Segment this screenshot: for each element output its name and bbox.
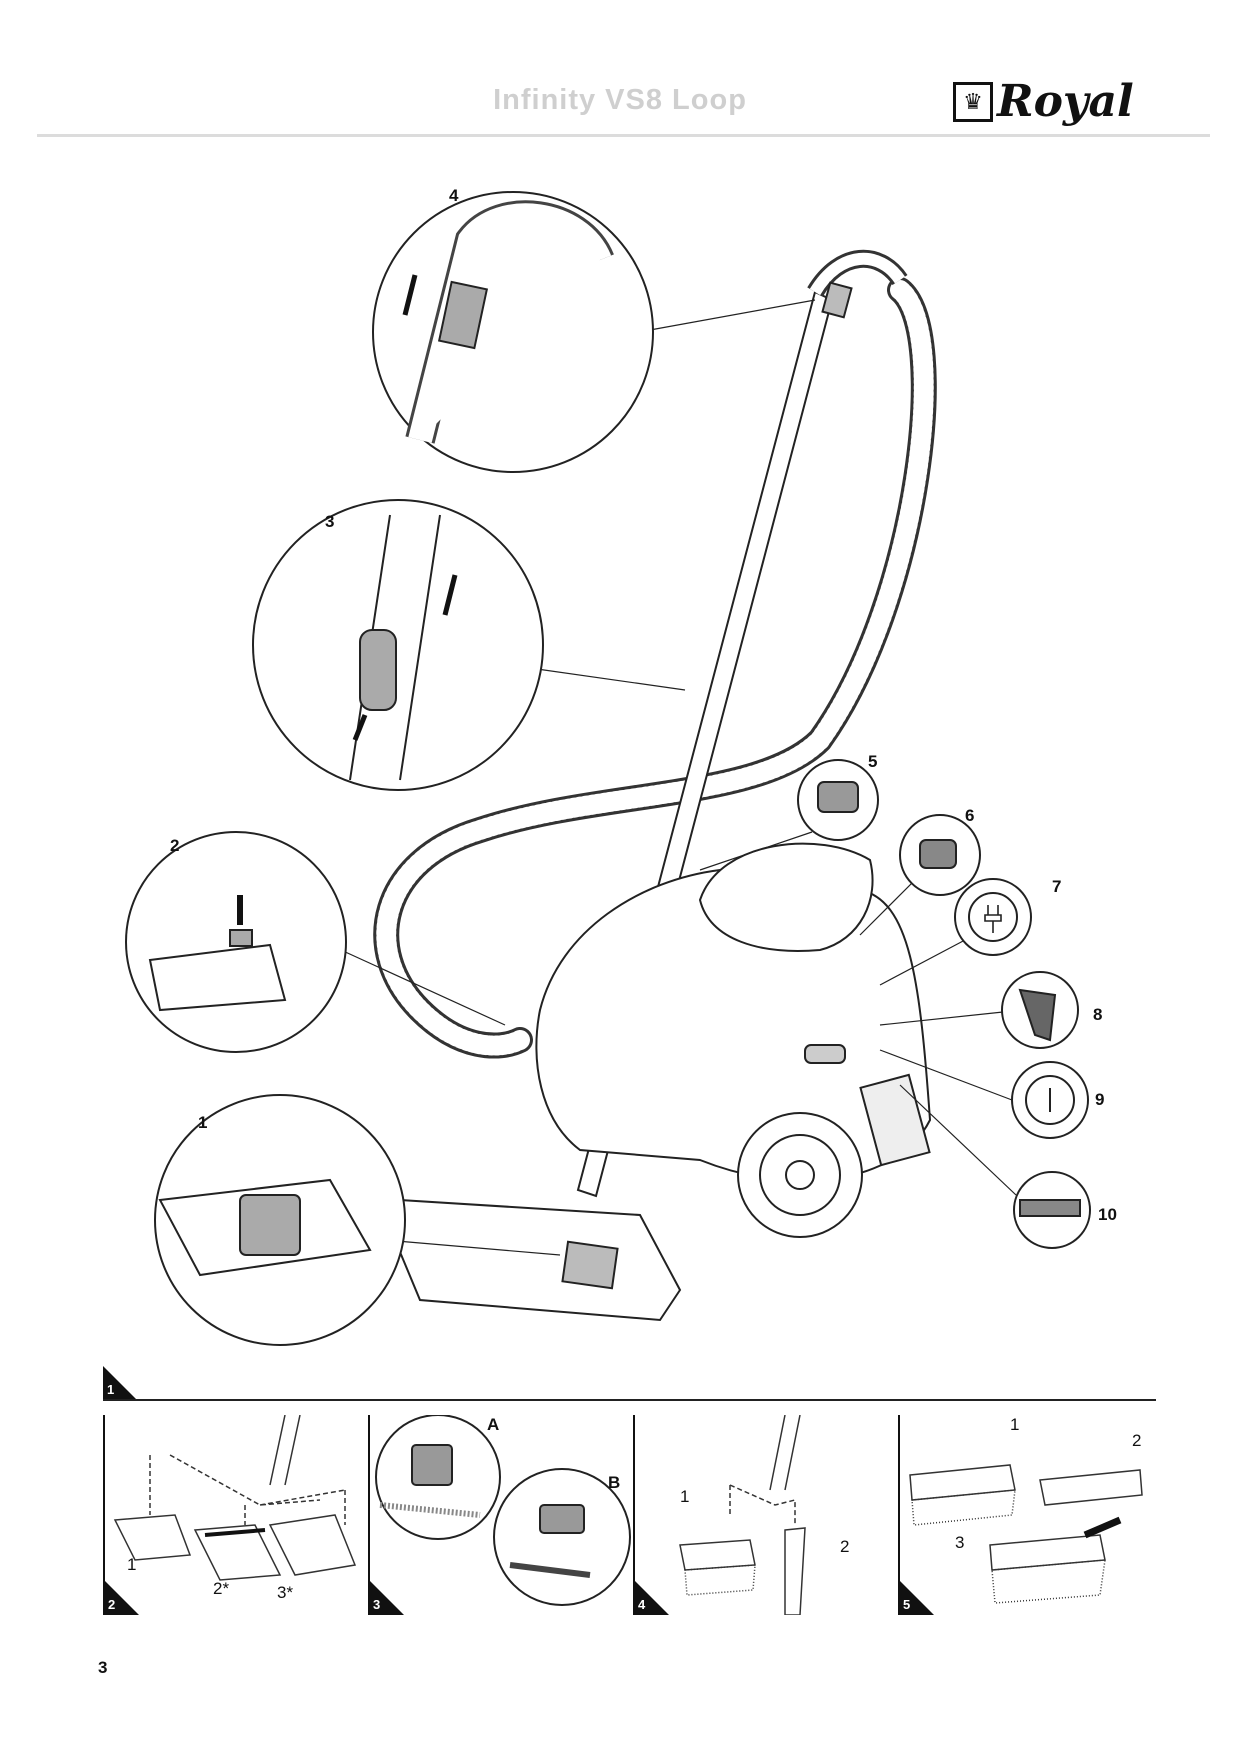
royal-logo: ♛ Royal: [953, 78, 1163, 126]
callout-label-6: 6: [965, 806, 975, 825]
callout-4-handle-slider: [372, 191, 654, 473]
accessory-label-1: 1: [680, 1487, 690, 1506]
accessory-label-2: 2: [840, 1537, 850, 1556]
panel-number: 3: [373, 1597, 381, 1612]
section-marker: [103, 1366, 137, 1400]
vacuum-overview-illustration: [125, 191, 1091, 1346]
insert-label-2: 2: [1132, 1431, 1142, 1450]
callout-label-5: 5: [868, 752, 878, 771]
panel-number: 4: [638, 1597, 646, 1612]
section-number: 1: [107, 1382, 115, 1397]
callout-2-hose-release: [125, 831, 347, 1053]
insert-label-3: 3: [955, 1533, 965, 1552]
panel-marker: [900, 1581, 934, 1615]
callout-label-8: 8: [1093, 1005, 1103, 1024]
nozzle-label-3: 3*: [277, 1583, 294, 1602]
panel-marker: [370, 1581, 404, 1615]
floor-nozzle: [393, 1198, 682, 1322]
panel-marker: [635, 1581, 669, 1615]
nozzle-label-1: 1: [127, 1555, 137, 1574]
nozzle-label-2: 2*: [213, 1579, 230, 1598]
callout-label-4: 4: [449, 186, 459, 205]
callout-label-7: 7: [1052, 877, 1062, 896]
panel-number: 5: [903, 1597, 911, 1612]
callout-1-nozzle-pedal: [154, 1094, 406, 1346]
panel-2-nozzles: 1 2* 3* 2: [103, 1414, 367, 1615]
panel-4-accessories: 1 2 4: [633, 1414, 897, 1616]
panel-number: 2: [108, 1597, 116, 1612]
callout-3-tube-lock: [252, 499, 544, 791]
panel-marker: [105, 1581, 139, 1615]
callout-label-2: 2: [170, 836, 180, 855]
insert-label-1: 1: [1010, 1415, 1020, 1434]
header-divider: [37, 134, 1210, 137]
mode-label-a: A: [487, 1415, 500, 1434]
callout-7-cord-rewind: [954, 878, 1032, 956]
callout-label-1: 1: [198, 1113, 208, 1132]
page-number: 3: [98, 1658, 108, 1677]
document-title: Infinity VS8 Loop: [493, 84, 747, 116]
callout-label-3: 3: [325, 512, 335, 531]
vacuum-body: [535, 868, 932, 1182]
brand-name: Royal: [997, 76, 1134, 127]
wheel: [737, 1112, 863, 1238]
panel-3-floor-modes: A B 3: [368, 1414, 632, 1615]
panel-5-brush-inserts: 1 2 3 5: [898, 1415, 1162, 1615]
callout-label-10: 10: [1098, 1205, 1117, 1224]
section-divider: [103, 1399, 1156, 1401]
mode-label-b: B: [608, 1473, 621, 1492]
callout-label-9: 9: [1095, 1090, 1105, 1109]
crown-icon: ♛: [953, 82, 993, 122]
